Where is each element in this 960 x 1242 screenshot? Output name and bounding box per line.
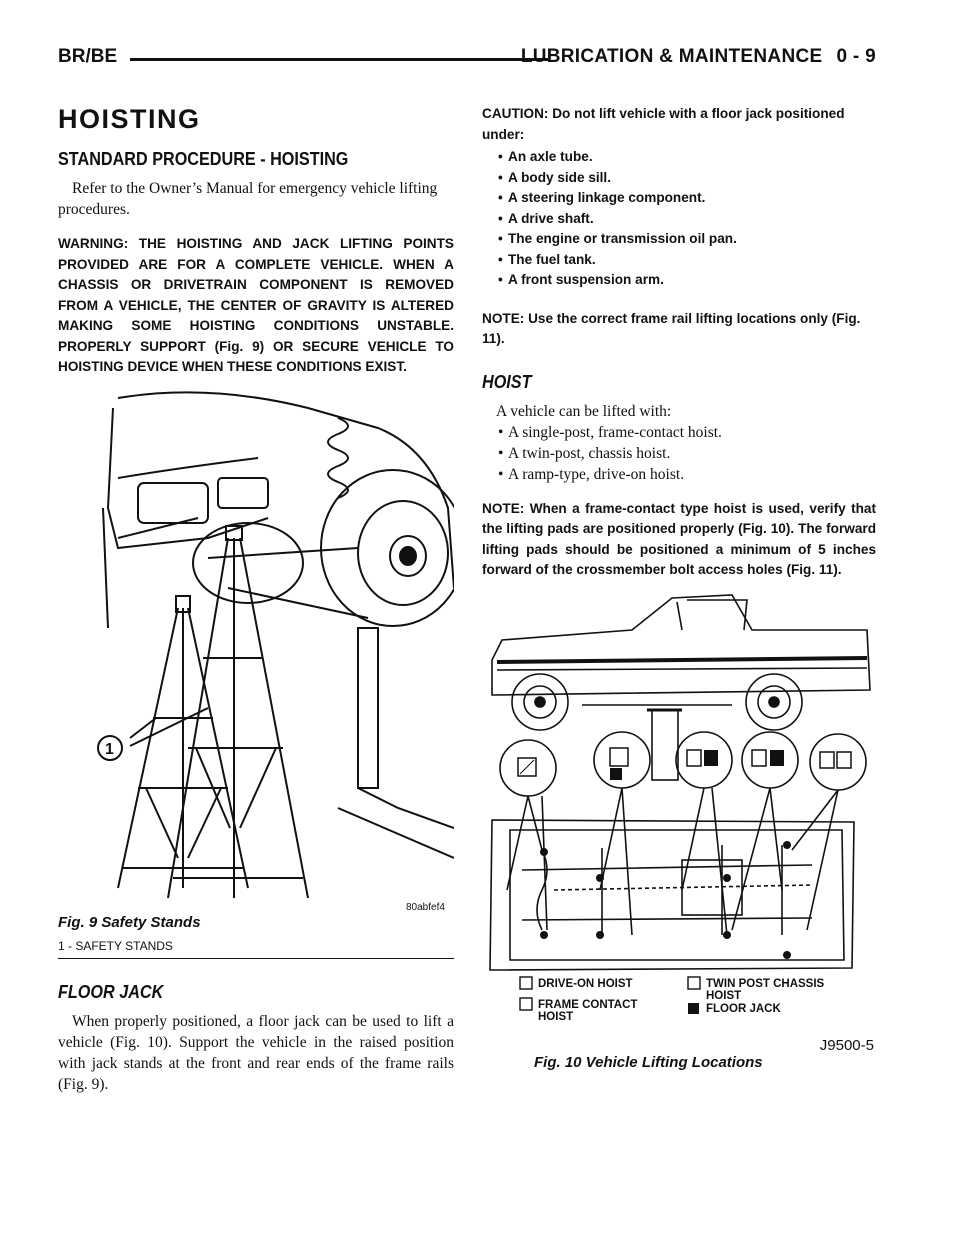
floor-jack-section: FLOOR JACK When properly positioned, a f…	[58, 982, 454, 1109]
legend-twin-post-2: HOIST	[706, 990, 742, 1002]
note-frame-contact: NOTE: When a frame-contact type hoist is…	[482, 500, 876, 578]
caution-item: •A drive shaft.	[498, 210, 594, 226]
caution-list: •An axle tube. •A body side sill. •A ste…	[482, 147, 876, 291]
caution-item: •A front suspension arm.	[498, 272, 664, 287]
caution-intro: CAUTION: Do not lift vehicle with a floo…	[482, 106, 845, 142]
caution-item: •The engine or transmission oil pan.	[498, 231, 737, 246]
standard-procedure-heading: STANDARD PROCEDURE - HOISTING	[58, 149, 349, 169]
floor-jack-heading: FLOOR JACK	[58, 982, 164, 1002]
legend-frame-contact-2: HOIST	[538, 1011, 574, 1023]
hoist-intro: A vehicle can be lifted with:	[496, 402, 672, 420]
hoist-item: •A ramp-type, drive-on hoist.	[498, 465, 685, 483]
header-rule	[130, 58, 550, 61]
legend-drive-on-hoist: DRIVE-ON HOIST	[538, 978, 633, 990]
header-model: BR/BE	[58, 46, 118, 67]
warning-text: WARNING: THE HOISTING AND JACK LIFTING P…	[58, 236, 454, 374]
safety-stands-illustration: 1 80abfef4	[97, 391, 466, 913]
note-frame-rail: NOTE: Use the correct frame rail lifting…	[482, 310, 861, 347]
hoist-item: •A twin-post, chassis hoist.	[498, 444, 671, 462]
caution-item: •The fuel tank.	[498, 251, 596, 267]
fig10-caption: Fig. 10 Vehicle Lifting Locations	[534, 1054, 763, 1071]
standard-procedure-paragraph: Refer to the Owner’s Manual for emergenc…	[58, 180, 438, 218]
caution-item: •An axle tube.	[498, 149, 593, 164]
figure-10: DRIVE-ON HOIST FRAME CONTACT HOIST TWIN …	[482, 590, 876, 1076]
page-header: BR/BE LUBRICATION & MAINTENANCE 0 - 9	[58, 46, 876, 74]
fig9-legend: 1 - SAFETY STANDS	[58, 939, 173, 953]
right-column: CAUTION: Do not lift vehicle with a floo…	[482, 104, 876, 595]
hoist-heading: HOIST	[482, 371, 532, 392]
legend-twin-post-1: TWIN POST CHASSIS	[706, 978, 825, 990]
lifting-locations-illustration	[489, 594, 871, 1014]
caution-item: •A body side sill.	[498, 169, 611, 185]
left-column: HOISTING STANDARD PROCEDURE - HOISTING R…	[58, 104, 454, 392]
floor-jack-paragraph: When properly positioned, a floor jack c…	[58, 1013, 454, 1093]
legend-frame-contact-1: FRAME CONTACT	[538, 999, 638, 1011]
figure-9: 1 80abfef4 Fig. 9 Safety Stands 1 - SAFE…	[58, 388, 466, 962]
fig9-code: 80abfef4	[406, 902, 445, 913]
section-title: HOISTING	[58, 104, 201, 134]
fig9-callout-number: 1	[105, 741, 114, 758]
header-section-title: LUBRICATION & MAINTENANCE	[520, 46, 823, 67]
legend-floor-jack: FLOOR JACK	[706, 1003, 781, 1015]
fig9-rule	[58, 958, 454, 959]
caution-item: •A steering linkage component.	[498, 190, 706, 205]
fig9-caption: Fig. 9 Safety Stands	[58, 914, 201, 931]
hoist-item: •A single-post, frame-contact hoist.	[498, 423, 722, 441]
hoist-list: •A single-post, frame-contact hoist. •A …	[482, 422, 876, 485]
fig10-code: J9500-5	[819, 1037, 874, 1054]
header-section: LUBRICATION & MAINTENANCE 0 - 9	[521, 46, 876, 68]
header-page-number: 0 - 9	[836, 46, 876, 67]
